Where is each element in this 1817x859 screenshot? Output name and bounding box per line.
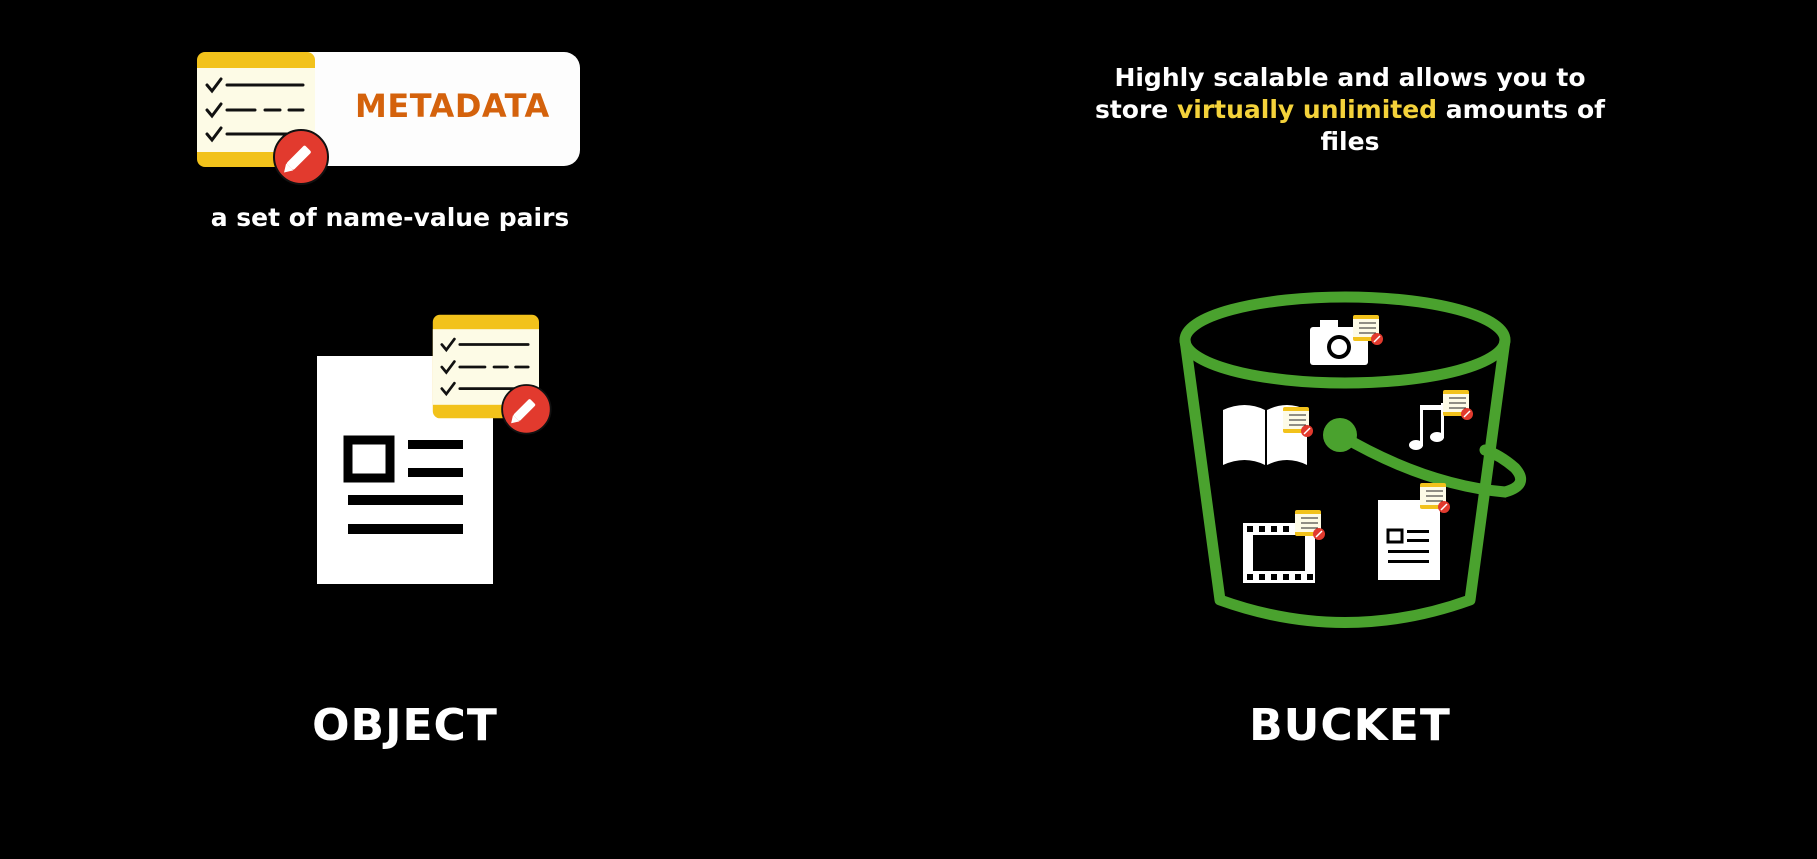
metadata-badge: METADATA (195, 50, 580, 185)
document-icon (1378, 482, 1451, 580)
line2-prefix: store (1094, 95, 1177, 124)
bucket-description: Highly scalable and allows you to store … (1080, 62, 1620, 158)
bucket-description-line1: Highly scalable and allows you to (1114, 63, 1586, 92)
highlighted-phrase: virtually unlimited (1176, 95, 1438, 124)
bucket-description-line2: store virtually unlimited amounts of (1080, 94, 1620, 126)
bucket-illustration (1175, 285, 1535, 645)
object-illustration (310, 310, 570, 590)
notepad-checklist-edit-icon (195, 50, 335, 185)
line2-suffix: amounts of (1437, 95, 1606, 124)
bucket-title: BUCKET (1249, 700, 1451, 751)
bucket-description-line3: files (1320, 127, 1380, 156)
metadata-label: METADATA (355, 87, 550, 125)
music-note-icon (1409, 389, 1474, 450)
object-title: OBJECT (312, 700, 498, 751)
metadata-caption: a set of name-value pairs (210, 203, 570, 232)
camera-icon (1310, 314, 1384, 365)
film-icon (1243, 509, 1326, 583)
book-icon (1223, 405, 1314, 465)
